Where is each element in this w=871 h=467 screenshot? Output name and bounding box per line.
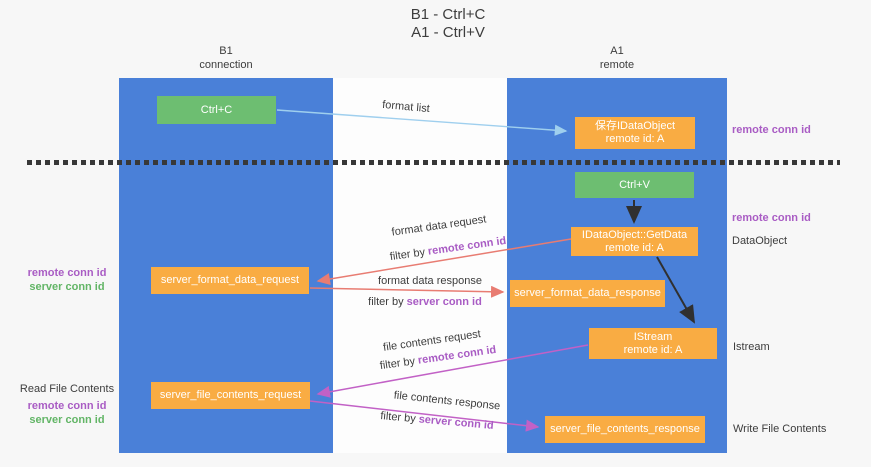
- istream-line1: IStream: [633, 330, 673, 343]
- left-conn-id-group-2: remote conn id server conn id: [16, 399, 118, 427]
- title-line-1: B1 - Ctrl+C: [410, 6, 486, 23]
- left-server-conn-id-2: server conn id: [29, 414, 105, 426]
- left-server-conn-id-1: server conn id: [29, 281, 105, 293]
- server-file-contents-request-label: server_file_contents_request: [159, 389, 302, 401]
- server-format-data-response-label: server_format_data_response: [514, 287, 661, 299]
- b1-header-line1: B1: [219, 45, 233, 57]
- a1-header-line1: A1: [610, 45, 624, 57]
- istream-side-label: Istream: [733, 341, 770, 353]
- save-idataobject-line1: 保存IDataObject: [594, 120, 676, 132]
- server-conn-id-text: server conn id: [406, 296, 482, 308]
- getdata-line2: remote id: A: [605, 241, 664, 254]
- server-format-data-response-box: server_format_data_response: [510, 280, 665, 307]
- save-idataobject-line2: remote id: A: [605, 133, 665, 145]
- idataobject-getdata-box: IDataObject::GetData remote id: A: [571, 227, 698, 256]
- a1-column-header: A1 remote: [507, 44, 727, 72]
- istream-line2: remote id: A: [623, 343, 683, 356]
- istream-box: IStream remote id: A: [589, 328, 717, 359]
- ctrl-c-box: Ctrl+C: [157, 96, 276, 124]
- read-file-contents-label: Read File Contents: [19, 383, 115, 395]
- server-file-contents-response-label: server_file_contents_response: [550, 423, 700, 435]
- right-top-remote-conn-id-label: remote conn id: [732, 124, 811, 136]
- dashed-divider-line: [27, 160, 840, 165]
- left-remote-conn-id-2: remote conn id: [27, 400, 107, 412]
- b1-header-line2: connection: [199, 59, 253, 71]
- server-format-data-request-box: server_format_data_request: [151, 267, 309, 294]
- server-file-contents-request-box: server_file_contents_request: [151, 382, 310, 409]
- ctrl-c-label: Ctrl+C: [200, 103, 233, 116]
- left-conn-id-group-1: remote conn id server conn id: [16, 266, 118, 294]
- title-line-2: A1 - Ctrl+V: [411, 24, 485, 41]
- ctrl-v-label: Ctrl+V: [619, 178, 650, 191]
- a1-header-line2: remote: [599, 59, 635, 71]
- format-data-response-label: format data response: [378, 275, 482, 287]
- ctrl-v-box: Ctrl+V: [575, 172, 694, 198]
- getdata-line1: IDataObject::GetData: [581, 228, 688, 241]
- server-file-contents-response-box: server_file_contents_response: [545, 416, 705, 443]
- b1-column-header: B1 connection: [119, 44, 333, 72]
- write-file-contents-label: Write File Contents: [733, 423, 827, 435]
- left-remote-conn-id-1: remote conn id: [27, 267, 107, 279]
- right-mid-remote-conn-id-label: remote conn id: [732, 212, 811, 224]
- diagram-title: B1 - Ctrl+C A1 - Ctrl+V: [338, 6, 558, 42]
- dataobject-label: DataObject: [732, 235, 788, 247]
- save-idataobject-box: 保存IDataObject remote id: A: [575, 117, 695, 149]
- server-format-data-request-label: server_format_data_request: [160, 274, 300, 286]
- filter-by-text: filter by: [368, 296, 404, 308]
